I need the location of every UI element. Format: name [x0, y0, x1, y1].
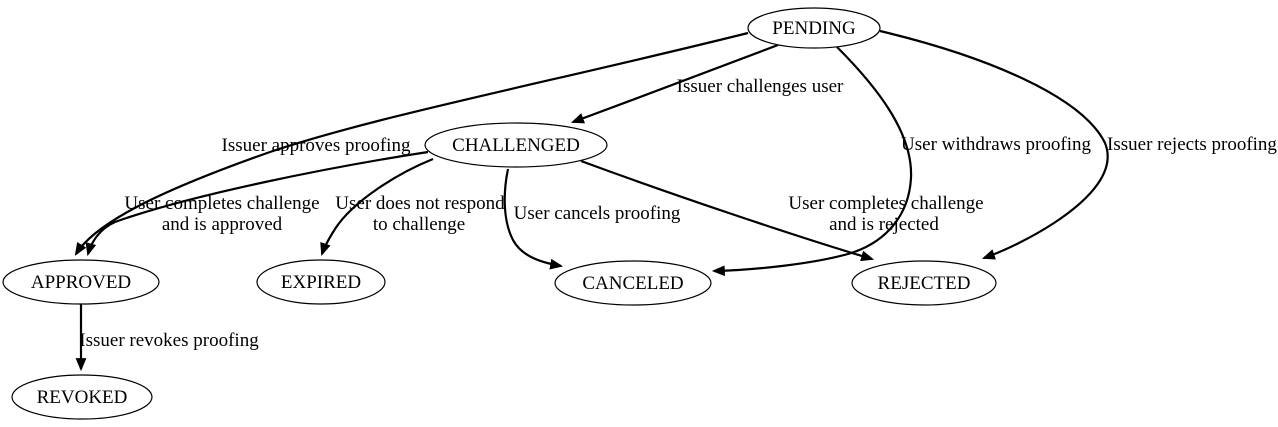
state-node-canceled-ellipse	[554, 260, 712, 306]
state-node-pending-label: PENDING	[772, 18, 856, 39]
edge-label-issuer-rejects-proofing: Issuer rejects proofing	[1107, 134, 1277, 155]
state-node-expired-label: EXPIRED	[281, 272, 361, 293]
edge-line-pending-rejected	[879, 29, 1109, 260]
state-node-canceled-label: CANCELED	[582, 273, 683, 294]
edge-challenged-rejected: User completes challenge and is rejected	[580, 159, 984, 262]
edge-pending-canceled: User withdraws proofing	[711, 46, 1091, 277]
state-node-pending: PENDING	[747, 7, 881, 49]
state-node-revoked-ellipse	[11, 374, 153, 420]
edge-line-pending-challenged	[570, 43, 779, 124]
state-node-approved-label: APPROVED	[31, 272, 131, 293]
edge-label-issuer-challenges-user: Issuer challenges user	[677, 76, 844, 97]
state-node-challenged: CHALLENGED	[424, 122, 608, 168]
state-node-challenged-ellipse	[424, 122, 608, 168]
edge-label-user-completes-challenge-approved-line1: User completes challenge	[124, 193, 319, 214]
edge-line-challenged-approved	[85, 150, 429, 257]
edge-label-user-completes-challenge-rejected-line2: and is rejected	[829, 214, 939, 235]
edge-line-challenged-expired	[320, 157, 434, 257]
state-node-canceled: CANCELED	[554, 260, 712, 306]
edge-challenged-approved: User completes challenge and is approved	[85, 150, 429, 257]
edge-line-challenged-canceled	[503, 168, 564, 270]
state-node-expired: EXPIRED	[256, 259, 386, 305]
edge-label-issuer-approves-proofing: Issuer approves proofing	[222, 135, 411, 156]
state-node-rejected-ellipse	[851, 260, 997, 306]
state-node-challenged-label: CHALLENGED	[452, 135, 580, 156]
state-node-approved-ellipse	[2, 259, 160, 305]
edge-label-issuer-revokes-proofing: Issuer revokes proofing	[79, 330, 259, 351]
edge-pending-rejected: Issuer rejects proofing	[879, 29, 1277, 260]
state-node-revoked: REVOKED	[11, 374, 153, 420]
edge-approved-revoked: Issuer revokes proofing	[75, 304, 259, 372]
edge-challenged-expired: User does not respond to challenge	[320, 157, 505, 257]
edge-pending-approved: Issuer approves proofing	[74, 31, 749, 256]
edge-label-user-does-not-respond-line2: to challenge	[373, 214, 465, 235]
state-node-expired-ellipse	[256, 259, 386, 305]
edge-label-user-does-not-respond-line1: User does not respond	[335, 193, 505, 214]
edge-label-user-withdraws-proofing: User withdraws proofing	[901, 134, 1091, 155]
state-node-pending-ellipse	[747, 7, 881, 49]
state-node-approved: APPROVED	[2, 259, 160, 305]
edge-line-challenged-rejected	[580, 159, 875, 262]
state-node-rejected: REJECTED	[851, 260, 997, 306]
state-node-revoked-label: REVOKED	[37, 387, 128, 408]
edge-pending-challenged: Issuer challenges user	[570, 43, 844, 124]
edge-line-pending-approved	[74, 31, 749, 256]
edge-line-pending-canceled	[711, 46, 913, 277]
edge-challenged-canceled: User cancels proofing	[503, 168, 681, 270]
edge-label-user-completes-challenge-approved-line2: and is approved	[162, 214, 283, 235]
state-node-rejected-label: REJECTED	[878, 273, 971, 294]
edge-label-user-completes-challenge-rejected-line1: User completes challenge	[788, 193, 983, 214]
edge-label-user-cancels-proofing: User cancels proofing	[514, 203, 681, 224]
